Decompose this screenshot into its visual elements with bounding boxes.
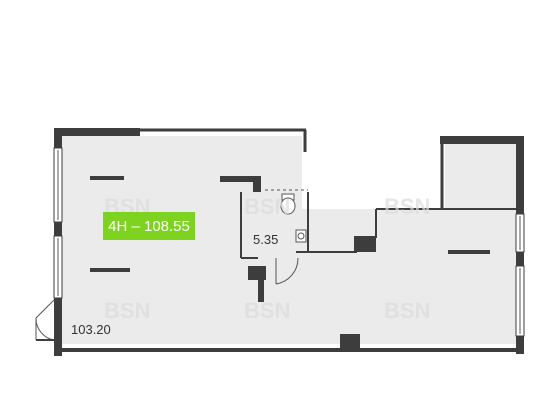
sink-drain — [297, 232, 305, 240]
partition-right — [448, 250, 490, 254]
wall-top-left — [54, 128, 140, 136]
wall-right-bottom — [516, 336, 524, 354]
watermark-6: BSN — [384, 298, 430, 323]
wall-right-upper — [516, 136, 524, 214]
walls — [54, 128, 524, 356]
bathroom-door — [275, 257, 299, 285]
toilet-bowl — [280, 197, 296, 215]
partition-upper-bath — [220, 176, 260, 182]
partition-lower-left — [90, 268, 130, 272]
column-bottom — [340, 334, 360, 352]
stub-wall-a — [248, 266, 266, 280]
wall-left-bottom — [54, 298, 62, 356]
main-room-area: 103.20 — [71, 322, 111, 337]
watermark-3: BSN — [384, 194, 430, 219]
unit-badge-label: 4Н – 108.55 — [108, 218, 190, 235]
column-step — [354, 236, 376, 252]
partition-bath-pillar — [253, 176, 261, 192]
wall-left-mid — [54, 222, 62, 236]
right-room-floor — [296, 209, 518, 344]
watermarks: BSN BSN BSN BSN BSN BSN — [104, 194, 430, 323]
floor-fills — [62, 136, 518, 344]
stub-wall-b — [258, 278, 264, 302]
right-upper-floor — [445, 143, 518, 213]
unit-badge: 4Н – 108.55 — [103, 212, 195, 240]
partition-upper-left — [90, 176, 124, 180]
watermark-4: BSN — [104, 298, 150, 323]
entrance-door — [35, 299, 55, 341]
doors — [35, 257, 299, 341]
wall-right-top — [440, 136, 524, 144]
wall-right-mid — [516, 252, 524, 266]
windows — [53, 147, 525, 337]
unit-badge-background — [103, 212, 195, 240]
wall-left-top — [54, 128, 62, 148]
watermark-5: BSN — [244, 298, 290, 323]
bathroom-area: 5.35 — [253, 232, 278, 247]
bathroom-fixtures — [265, 189, 308, 243]
watermark-2: BSN — [244, 194, 290, 219]
